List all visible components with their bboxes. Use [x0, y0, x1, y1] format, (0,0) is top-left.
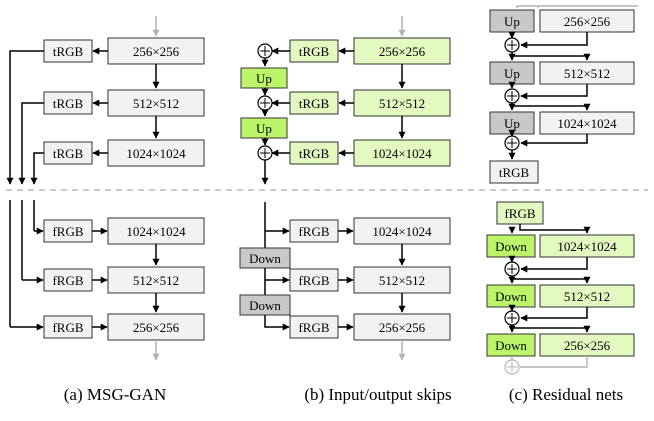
- up-label: Up: [504, 66, 520, 81]
- up-label: Up: [256, 121, 272, 136]
- frgb-label: fRGB: [52, 224, 83, 239]
- panel-b: 256×256 512×512 1024×1024 tRGB tRGB tRGB: [239, 16, 452, 404]
- res-label: 1024×1024: [557, 239, 617, 254]
- up-label: Up: [504, 14, 520, 29]
- plus-node-icon: [504, 88, 520, 104]
- frgb-label: fRGB: [298, 320, 329, 335]
- up-label: Up: [504, 116, 520, 131]
- caption-c: (c) Residual nets: [509, 385, 623, 404]
- trgb-box: [489, 160, 539, 184]
- res-label: 256×256: [133, 320, 180, 335]
- res-label: 1024×1024: [126, 224, 186, 239]
- res-label: 512×512: [564, 66, 610, 81]
- plus-node-icon: [504, 37, 520, 53]
- frgb-label: fRGB: [504, 206, 535, 221]
- down-label: Down: [495, 338, 527, 353]
- down-label: Down: [249, 251, 281, 266]
- res-box: [353, 139, 451, 167]
- up-box: [240, 67, 288, 89]
- res-label: 256×256: [379, 44, 426, 59]
- res-box: [353, 313, 451, 341]
- res-box: [107, 139, 205, 167]
- trgb-label: tRGB: [53, 146, 84, 161]
- res-box: [353, 37, 451, 65]
- res-label: 1024×1024: [557, 116, 617, 131]
- res-label: 1024×1024: [126, 146, 186, 161]
- res-label: 512×512: [379, 273, 425, 288]
- res-box: [107, 89, 205, 117]
- res-label: 1024×1024: [372, 224, 432, 239]
- trgb-label: tRGB: [53, 96, 84, 111]
- down-box: [486, 333, 536, 357]
- res-label: 512×512: [379, 96, 425, 111]
- trgb-label: tRGB: [299, 96, 330, 111]
- up-label: Up: [256, 71, 272, 86]
- plus-node-icon: [257, 43, 273, 59]
- down-label: Down: [249, 298, 281, 313]
- frgb-label: fRGB: [52, 320, 83, 335]
- res-box: [107, 266, 205, 294]
- panel-a: 256×256 512×512 1024×1024 tRGB tRGB tRGB…: [6, 16, 205, 404]
- frgb-label: fRGB: [298, 273, 329, 288]
- res-label: 256×256: [379, 320, 426, 335]
- down-label: Down: [495, 289, 527, 304]
- res-box: [353, 89, 451, 117]
- res-box: [353, 217, 451, 245]
- down-label: Down: [495, 239, 527, 254]
- trgb-label: tRGB: [53, 44, 84, 59]
- panel-c: Up 256×256 Up 512×512 Up 1024×1024: [486, 5, 638, 404]
- frgb-label: fRGB: [298, 224, 329, 239]
- trgb-label: tRGB: [499, 165, 530, 180]
- res-box: [353, 266, 451, 294]
- trgb-label: tRGB: [299, 44, 330, 59]
- res-label: 256×256: [133, 44, 180, 59]
- up-box: [240, 117, 288, 139]
- caption-b: (b) Input/output skips: [304, 385, 451, 404]
- res-label: 256×256: [564, 338, 611, 353]
- plus-node-icon: [504, 359, 520, 375]
- res-label: 512×512: [133, 273, 179, 288]
- res-label: 1024×1024: [372, 146, 432, 161]
- plus-node-icon: [257, 95, 273, 111]
- plus-node-icon: [504, 261, 520, 277]
- frgb-label: fRGB: [52, 273, 83, 288]
- plus-node-icon: [257, 145, 273, 161]
- res-label: 512×512: [564, 289, 610, 304]
- res-label: 512×512: [133, 96, 179, 111]
- trgb-label: tRGB: [299, 146, 330, 161]
- res-box: [107, 313, 205, 341]
- plus-node-icon: [504, 135, 520, 151]
- res-label: 256×256: [564, 14, 611, 29]
- caption-a: (a) MSG-GAN: [64, 385, 166, 404]
- plus-node-icon: [504, 310, 520, 326]
